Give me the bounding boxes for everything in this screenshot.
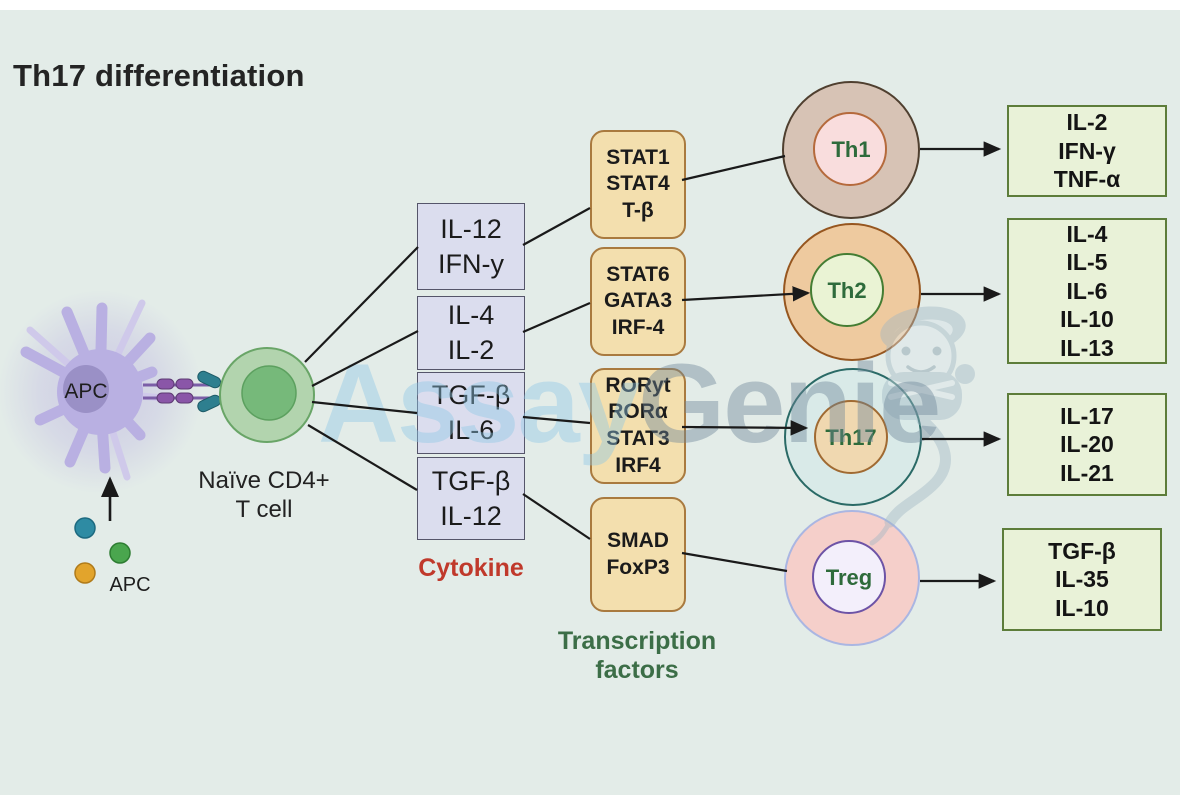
right-border-strip: [1180, 0, 1184, 795]
top-border-strip: [0, 0, 1184, 10]
diagram-background: [0, 10, 1180, 795]
